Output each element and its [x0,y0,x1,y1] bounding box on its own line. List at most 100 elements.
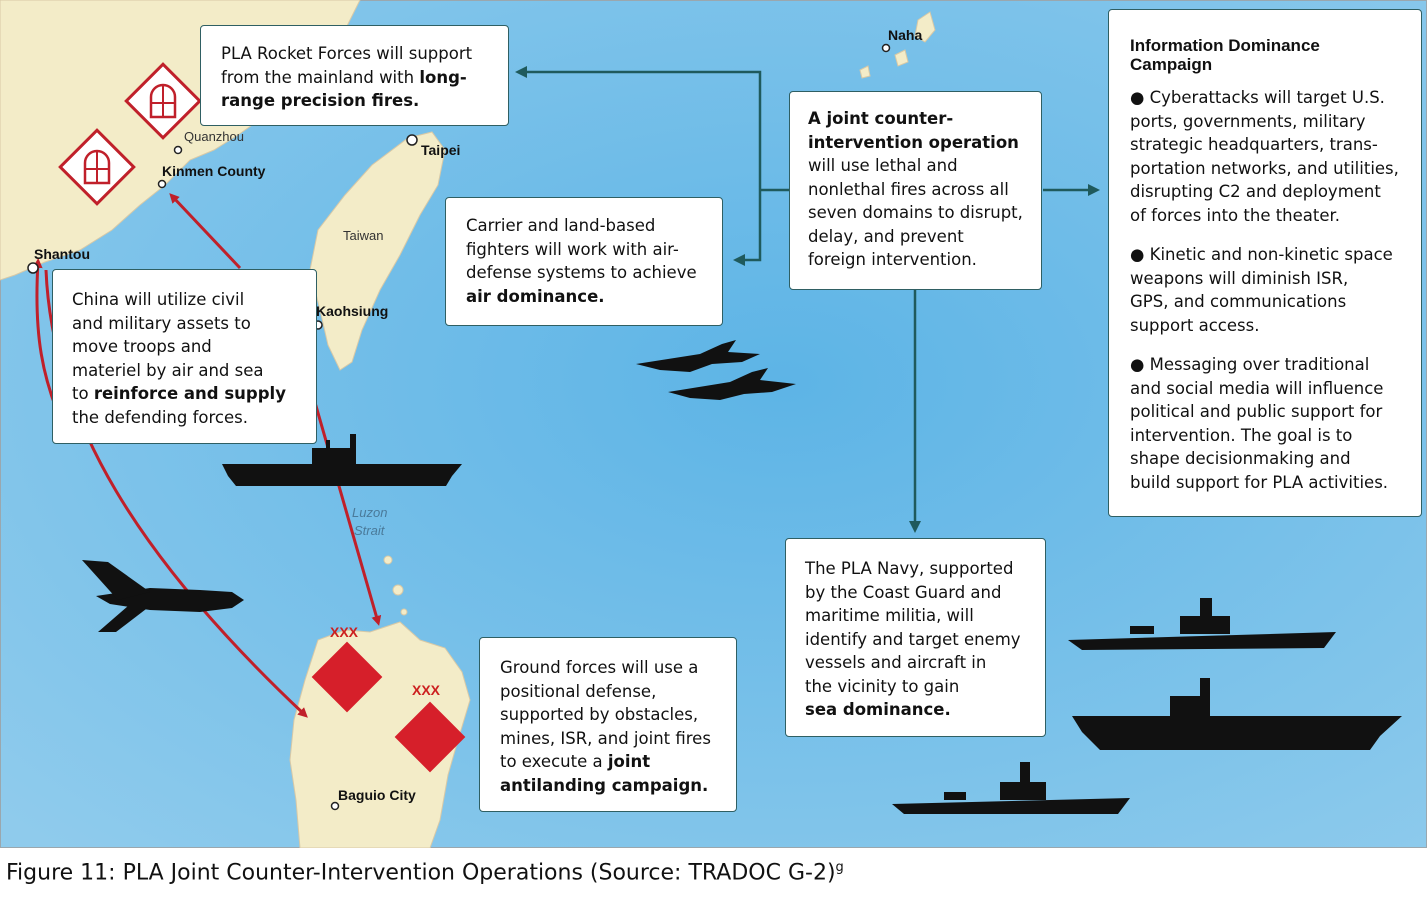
info-item-1: ● Cyberattacks will target U.S. ports, g… [1130,86,1401,227]
luzon-strait-label-1: Luzon [352,505,388,520]
info-item-3-line: ● Messaging over traditional [1130,355,1370,374]
info-item-2: ● Kinetic and non-kinetic space weapons … [1130,243,1401,337]
aircraft-carrier-silhouette [1072,678,1402,750]
batanes-islands [383,555,408,616]
info-item-3-line: political and public support for [1130,402,1383,421]
quanzhou-label: Quanzhou [184,129,244,144]
navy-box: The PLA Navy, supported by the Coast Gua… [785,538,1046,737]
navy-line-4: identify and target enemy [805,629,1021,649]
unit-echelon-label-1: XXX [330,624,359,640]
taipei-marker [406,134,418,146]
info-item-1-line: strategic headquarters, trans- [1130,135,1378,154]
caption-text: Figure 11: PLA Joint Counter-Interventio… [6,860,836,886]
army-unit-2 [394,701,466,773]
air-line-3: defense systems to achieve [466,263,697,282]
info-item-2-line: support access. [1130,315,1260,335]
info-item-2-line: ● Kinetic and non-kinetic space [1130,245,1393,264]
info-title-2: Campaign [1130,55,1213,74]
air-line-2: fighters will work with air- [466,239,679,259]
figure-caption: Figure 11: PLA Joint Counter-Interventio… [6,860,844,885]
air-dominance-box: Carrier and land-based fighters will wor… [445,197,723,326]
joint-line-6: delay, and prevent [808,226,964,246]
civil-line-5-bold: reinforce and supply [93,384,286,403]
arrow-to-air-box [733,190,762,266]
destroyer-silhouette-1 [1068,598,1336,650]
info-item-3-line: and social media will influence [1130,378,1384,398]
civil-line-3: move troops and [72,337,212,356]
info-item-1-line: ● Cyberattacks will target U.S. [1130,88,1385,107]
navy-line-7-bold: sea dominance. [805,700,951,719]
ground-line-2: positional defense, [500,681,657,701]
civil-line-6: the defending forces. [72,407,248,427]
rocket-line-2-bold: long- [419,67,467,87]
navy-line-6: the vicinity to gain [805,676,960,696]
civil-line-4: materiel by air and sea [72,360,264,380]
fighter-jet-1 [636,340,760,372]
civil-line-2: and military assets to [72,313,251,333]
ground-line-6-bold: antilanding campaign. [500,775,709,795]
destroyer-silhouette-2 [892,762,1130,814]
kinmen-label: Kinmen County [162,163,266,179]
rocket-forces-box: PLA Rocket Forces will support from the … [200,25,509,126]
joint-line-3: will use lethal and [808,156,958,175]
teal-arrows [515,66,1100,533]
ground-line-5: to execute a [500,752,608,771]
quanzhou-marker [173,145,183,155]
kinmen-marker [157,179,167,189]
unit-echelon-label-2: XXX [412,682,441,698]
naha-label: Naha [888,27,923,43]
info-item-2-line: weapons will diminish ISR, [1130,268,1349,288]
civil-line-1: China will utilize civil [72,290,245,309]
info-item-1-line: portation networks, and utilities, [1130,158,1399,178]
ground-line-5-bold: joint [607,752,651,771]
info-item-3-line: intervention. The goal is to [1130,425,1353,445]
arrow-to-kinmen [169,193,242,270]
joint-title-2: intervention operation [808,132,1019,152]
city-markers [27,43,891,811]
taiwan-island [309,131,446,371]
rocket-line-1: PLA Rocket Forces will support [221,44,473,63]
civil-military-box: China will utilize civil and military as… [52,269,317,444]
baguio-marker [330,801,340,811]
info-item-3: ● Messaging over traditional and social … [1130,353,1401,494]
arrow-to-luzon-north [310,391,382,626]
ground-forces-box: Ground forces will use a positional defe… [479,637,737,812]
fighter-jet-2 [668,368,796,400]
taiwan-label: Taiwan [343,228,384,243]
joint-title-1: A joint counter- [808,109,954,128]
navy-line-5: vessels and aircraft in [805,653,987,672]
ground-line-4: mines, ISR, and joint fires [500,728,711,748]
navy-line-3: maritime militia, will [805,606,974,625]
army-unit-1 [311,641,383,713]
shantou-marker [27,262,39,274]
transport-aircraft [82,560,244,632]
joint-line-5: seven domains to disrupt, [808,203,1023,222]
caption-superscript: g [835,860,844,875]
rocket-line-2: from the mainland with [221,67,420,87]
joint-line-7: foreign intervention. [808,250,977,269]
ground-line-3: supported by obstacles, [500,705,699,724]
shantou-label: Shantou [34,246,90,262]
info-item-3-line: shape decisionmaking and [1130,449,1351,468]
naha-marker [881,43,891,53]
ground-line-1: Ground forces will use a [500,658,699,677]
info-item-1-line: ports, governments, military [1130,111,1366,131]
baguio-label: Baguio City [338,787,416,803]
kaohsiung-label: Kaohsiung [316,303,389,319]
info-title-1: Information Dominance [1130,36,1320,55]
info-item-1-line: disrupting C2 and deployment [1130,182,1381,201]
info-dominance-box: Information Dominance Campaign ● Cyberat… [1108,9,1422,517]
air-line-4-bold: air dominance. [466,286,605,306]
rocket-line-3-bold: range precision fires. [221,91,420,110]
info-item-3-line: build support for PLA activities. [1130,472,1389,492]
ryukyu-islands [859,11,936,79]
info-item-1-line: of forces into the theater. [1130,205,1341,225]
navy-line-1: The PLA Navy, supported [805,559,1014,578]
amphibious-ship-silhouette [222,434,462,486]
air-line-1: Carrier and land-based [466,216,656,235]
navy-line-2: by the Coast Guard and [805,582,1002,602]
rocket-force-unit-1 [124,62,202,140]
taipei-label: Taipei [421,142,461,158]
joint-line-4: nonlethal fires across all [808,179,1009,199]
rocket-force-unit-2 [58,128,136,206]
